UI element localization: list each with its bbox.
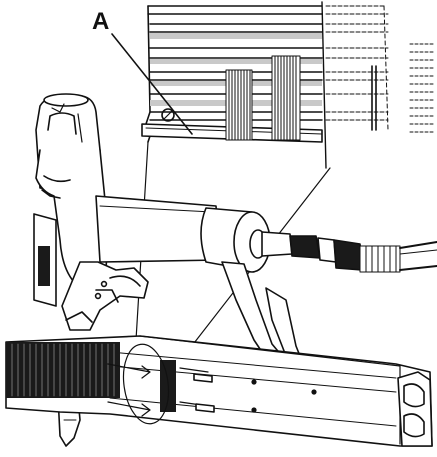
callout-label-a: A [92, 8, 110, 35]
dashed-vertical [383, 5, 389, 131]
air-fitting [261, 231, 293, 257]
nail-strip-left [225, 69, 253, 141]
air-hose [399, 241, 437, 271]
nail-strip-right [271, 55, 301, 141]
screw-icon [161, 108, 175, 122]
magazine [5, 335, 433, 447]
magazine-nail-strip [6, 342, 120, 398]
air-coupler [359, 245, 401, 273]
arrow-upper [107, 363, 151, 379]
inset-slot [371, 65, 377, 131]
dashed-extension-lines [325, 5, 389, 121]
magazine-detail-inset [140, 0, 435, 172]
dashed-far-right [409, 43, 435, 133]
callout-leader [111, 33, 193, 135]
detail-magnifier-ellipse [122, 343, 170, 425]
nailer-body [33, 93, 437, 447]
inset-right-edge [321, 1, 327, 169]
